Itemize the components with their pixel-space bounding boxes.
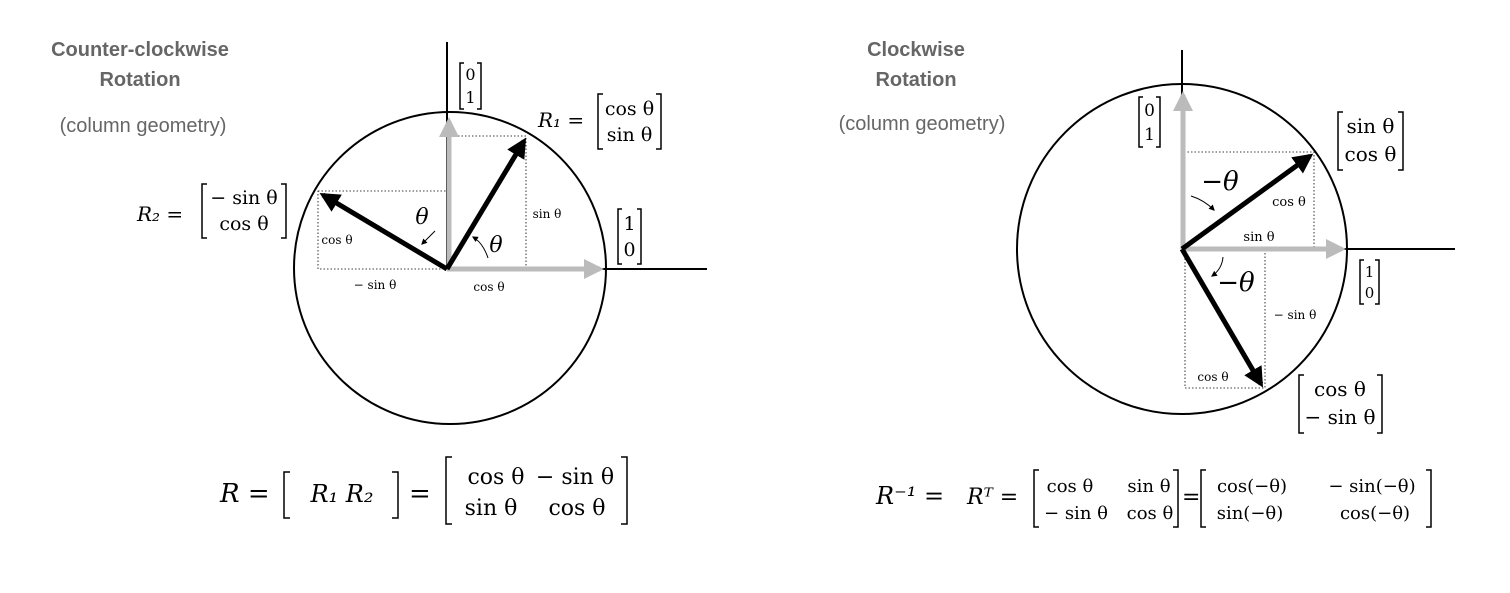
left-r2-bottom: cos θ xyxy=(219,213,268,235)
right-component-cos-lower: cos θ xyxy=(1197,370,1228,384)
left-subtitle: (column geometry) xyxy=(60,115,227,137)
right-angle-label-2: −θ xyxy=(1217,268,1255,298)
right-angle-arrow-2 xyxy=(1211,256,1224,277)
left-r1-bottom: sin θ xyxy=(607,124,653,146)
right-component-sin-upper: sin θ xyxy=(1243,230,1274,245)
right-component-cos-upper: cos θ xyxy=(1272,195,1306,210)
right-upper-vector xyxy=(1180,153,1314,252)
left-formula-cols: R₁ R₂ xyxy=(309,480,373,508)
left-component-cos-bottom: cos θ xyxy=(473,280,504,294)
left-title-line1: Counter-clockwise xyxy=(51,39,229,61)
right-e2-bottom: 1 xyxy=(1144,125,1155,145)
left-panel: Counter-clockwise Rotation (column geome… xyxy=(51,39,707,525)
right-title-line1: Clockwise xyxy=(867,39,965,61)
left-r1-name: R₁ = xyxy=(537,108,584,132)
right-subtitle: (column geometry) xyxy=(839,113,1006,135)
left-component-neg-sin: − sin θ xyxy=(354,278,397,292)
right-title-line2: Rotation xyxy=(875,69,956,91)
right-formula-b22: cos(−θ) xyxy=(1340,503,1410,524)
right-panel: Clockwise Rotation (column geometry) −θ … xyxy=(839,39,1455,528)
left-formula-m21: sin θ xyxy=(465,496,518,521)
left-title-line2: Rotation xyxy=(99,69,180,91)
left-e1-top: 1 xyxy=(623,213,635,235)
left-r1-top: cos θ xyxy=(605,98,654,120)
right-e2-top: 0 xyxy=(1144,101,1155,121)
left-e1-label: 1 0 xyxy=(617,208,642,265)
left-component-sin: sin θ xyxy=(533,207,562,221)
right-e1-bottom: 0 xyxy=(1365,284,1375,302)
left-angle-label-1: θ xyxy=(489,233,502,258)
right-unit-circle xyxy=(1016,83,1348,415)
left-r1-label: R₁ = cos θ sin θ xyxy=(537,93,662,150)
left-angle-label-2: θ xyxy=(415,205,428,230)
left-e1-bottom: 0 xyxy=(623,239,635,261)
left-unit-circle xyxy=(293,111,607,425)
left-formula-m22: cos θ xyxy=(548,496,605,521)
left-formula-lhs: R = xyxy=(219,479,270,509)
right-formula-b12: − sin(−θ) xyxy=(1328,476,1415,497)
left-angle-arrow-2 xyxy=(421,230,436,245)
left-formula-eq: = xyxy=(409,479,431,509)
left-formula-m11: cos θ xyxy=(467,465,524,490)
right-angle-arrow-1 xyxy=(1190,195,1215,211)
right-upper-bottom: cos θ xyxy=(1345,142,1397,166)
right-lower-vector-label: cos θ − sin θ xyxy=(1298,374,1383,434)
left-e2-label: 0 1 xyxy=(459,62,482,110)
right-e1-top: 1 xyxy=(1365,263,1375,281)
left-formula-m12: − sin θ xyxy=(536,465,614,490)
right-lower-top: cos θ xyxy=(1314,377,1366,401)
left-component-cos-left: cos θ xyxy=(321,233,352,247)
right-upper-vector-label: sin θ cos θ xyxy=(1337,111,1404,171)
right-formula-a22: cos θ xyxy=(1127,503,1174,524)
right-lower-bottom: − sin θ xyxy=(1304,405,1375,429)
right-formula-a21: − sin θ xyxy=(1044,503,1108,524)
right-formula-b11: cos(−θ) xyxy=(1217,476,1287,497)
right-upper-top: sin θ xyxy=(1347,114,1395,138)
right-formula-a12: sin θ xyxy=(1127,476,1170,497)
right-formula: R⁻¹ = Rᵀ = cos θ sin θ − sin θ cos θ = c… xyxy=(875,469,1432,528)
right-formula-lhs: R⁻¹ = xyxy=(875,482,944,510)
right-e1-label: 1 0 xyxy=(1359,259,1380,305)
left-e2-top: 0 xyxy=(465,65,475,84)
right-formula-rt: Rᵀ = xyxy=(966,485,1018,510)
right-formula-b21: sin(−θ) xyxy=(1217,503,1284,524)
right-lower-vector xyxy=(1179,247,1264,388)
right-component-neg-sin: − sin θ xyxy=(1274,308,1317,322)
left-r2-label: R₂ = − sin θ cos θ xyxy=(136,183,287,239)
right-e2-label: 0 1 xyxy=(1138,96,1161,148)
left-r2-name: R₂ = xyxy=(136,202,183,226)
left-r2-top: − sin θ xyxy=(210,187,278,209)
right-angle-label-1: −θ xyxy=(1201,167,1239,197)
right-formula-a11: cos θ xyxy=(1047,476,1094,497)
left-r2-vector xyxy=(319,192,449,272)
left-e2-bottom: 1 xyxy=(465,88,475,107)
left-r1-vector xyxy=(444,137,527,271)
left-angle-arrow-1 xyxy=(471,236,489,259)
left-formula: R = R₁ R₂ = cos θ − sin θ sin θ cos θ xyxy=(219,456,628,525)
right-formula-eq: = xyxy=(1182,485,1200,510)
